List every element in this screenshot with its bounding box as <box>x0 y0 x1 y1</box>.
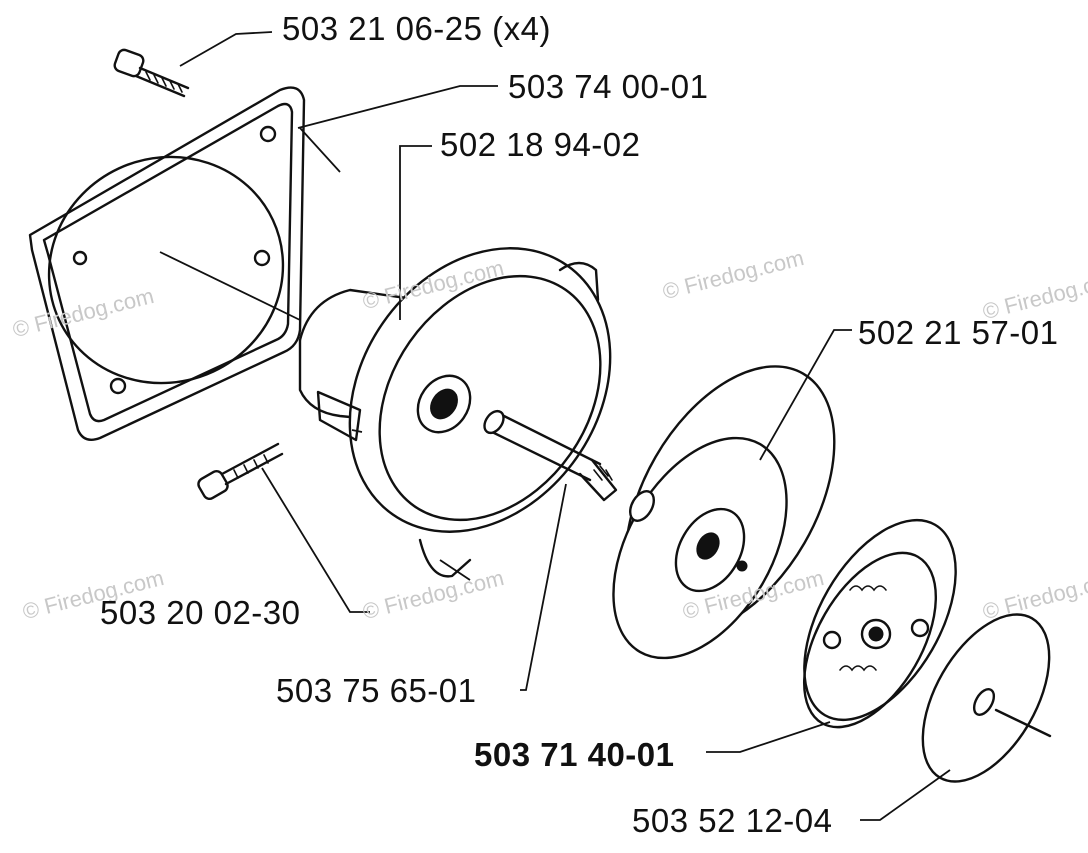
part-label-washer: 503 52 12-04 <box>632 802 833 839</box>
bottom-screw-drawing <box>197 442 284 501</box>
part-label-screw-top: 503 21 06-25 (x4) <box>282 10 552 47</box>
leader-lines <box>159 31 951 821</box>
drum-drawing <box>612 365 836 660</box>
clutch-drawing <box>802 518 957 729</box>
part-label-screw-bottom: 503 20 02-30 <box>100 594 301 631</box>
part-label-clutch: 503 71 40-01 <box>474 736 675 773</box>
housing-drawing <box>298 247 612 578</box>
part-label-shaft: 503 75 65-01 <box>276 672 477 709</box>
part-label-gasket: 503 74 00-01 <box>508 68 709 105</box>
part-label-drum: 502 21 57-01 <box>858 314 1059 351</box>
washer-drawing <box>921 613 1052 783</box>
gasket-drawing <box>28 86 306 441</box>
part-label-housing: 502 18 94-02 <box>440 126 641 163</box>
shaft-drawing <box>483 409 618 502</box>
top-screw-drawing <box>113 48 190 98</box>
